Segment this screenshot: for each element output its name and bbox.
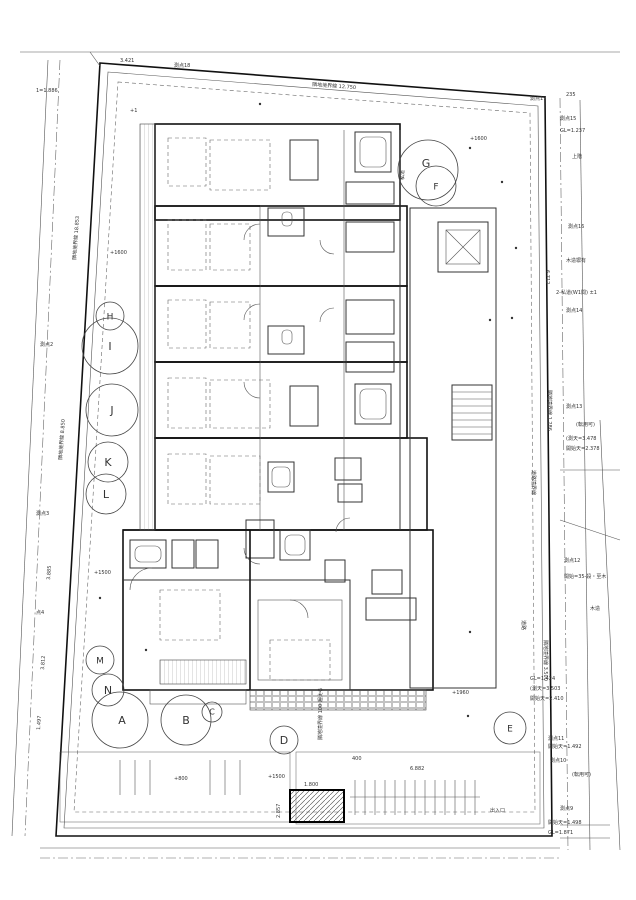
svg-text:N: N (104, 684, 112, 697)
upper: 上階 (572, 153, 582, 160)
lower-paving (59, 689, 541, 825)
tree-f: F (415, 165, 457, 207)
gl-e6: GL=1.871 (548, 830, 573, 836)
svg-text:B: B (182, 714, 190, 727)
kaidan: 開始天=2.378 (566, 445, 600, 452)
dim-left-c: 3.885 (46, 565, 53, 580)
survey-top: 測点18 (174, 62, 190, 69)
dim-right-side: 隣地境界線 1.286 (546, 390, 553, 431)
survey-r9: 測点9 (560, 805, 573, 812)
svg-text:D: D (280, 734, 288, 747)
tree-m: M (85, 645, 115, 675)
dim-top-right: 235 (566, 92, 576, 98)
svg-text:A: A (118, 714, 126, 727)
dim-top-left: 3.421 (120, 58, 134, 64)
dim-2857: 2.857 (276, 804, 282, 818)
tree-a: A (91, 691, 149, 749)
stair (451, 384, 493, 441)
gl-e2: (測天=3.503 (530, 685, 560, 692)
walk-1960: +1960 (452, 690, 469, 696)
spot-marks (98, 102, 518, 718)
tree-n: N (91, 673, 125, 707)
tenkan: (転用可) (576, 422, 595, 428)
survey-r14: 測点14 (566, 307, 582, 314)
plan-note: 隣地境界線 100 超える (317, 687, 324, 740)
wood-fence: 木造塀有 (566, 257, 586, 264)
survey-left2: 測点2 (40, 341, 53, 348)
parking-box (289, 789, 345, 823)
walk-1500b: +1500 (268, 774, 285, 780)
dim-bottom-mid: 6.882 (410, 766, 424, 772)
tree-h: H (95, 301, 125, 331)
survey-r11: 測点11 (548, 735, 564, 742)
bicycle-rack (350, 780, 480, 815)
gl-e1: GL=1.424 (530, 676, 555, 682)
tree-d: D (269, 725, 299, 755)
survey-left4: 点4 (36, 610, 44, 616)
survey-r15: 測点15 (560, 115, 576, 122)
kaite: (測天=3.478 (566, 435, 596, 442)
dim-top-boundary: 隣地境界線 12.750 (312, 81, 356, 91)
gl-e5: 開始天=1.498 (548, 819, 582, 826)
svg-text:E: E (507, 725, 513, 735)
dim-left-side2: 隣地境界線 8.850 (57, 419, 67, 460)
building-footprint (122, 123, 497, 711)
dim-right-side2: 隣地境界線 3.500 (542, 640, 549, 681)
survey-left1: 1=1.886 (36, 88, 58, 94)
tenkan2: (転用可) (572, 772, 591, 778)
dim-left-e: 1.497 (36, 715, 43, 730)
survey-r13: 測点13 (566, 403, 582, 410)
dim-400: 400 (352, 756, 362, 762)
kaidan2: 開始=35-段・至木 (564, 573, 606, 580)
svg-text:K: K (104, 456, 112, 469)
road2: 道路 (520, 620, 527, 630)
svg-text:C: C (209, 708, 215, 717)
trees-layer: A B C D E F G H (81, 139, 527, 755)
walk-1600b: +1600 (470, 136, 487, 142)
svg-text:J: J (109, 404, 113, 417)
tree-g: G (397, 139, 459, 201)
survey-top-right: 測点17 (530, 95, 546, 102)
wood: 木造 (590, 605, 600, 612)
walk-1500: +1500 (94, 570, 111, 576)
svg-text:H: H (107, 313, 114, 323)
svg-text:G: G (422, 157, 431, 170)
tree-j: J (85, 383, 139, 437)
tree-l: L (85, 473, 127, 515)
survey-r12: 測点12 (564, 557, 580, 564)
annotations: 3.421 測点18 隣地境界線 12.750 測点17 235 測点15 GL… (36, 58, 606, 836)
survey-left3: 測点3 (36, 510, 49, 517)
gl1: GL=1.237 (560, 128, 585, 134)
dim-bottom-box: 1.800 (304, 782, 318, 788)
survey-r10: 測点10 (550, 757, 566, 764)
site-boundary (11, 51, 621, 859)
walk-1600: +1600 (110, 250, 127, 256)
tree-k: K (87, 441, 129, 483)
svg-text:I: I (108, 340, 111, 353)
dim-left-side: 隣地境界線 18.853 (71, 216, 81, 260)
level-right: 2-私道(W1間) ±1 (556, 289, 597, 296)
svg-text:F: F (433, 183, 438, 193)
walk-800: +800 (174, 776, 188, 782)
dim-bottom-right: 6.712 (544, 270, 550, 284)
tree-e: E (493, 711, 527, 745)
svg-text:L: L (103, 488, 110, 501)
dim-left-d: 3.812 (40, 655, 47, 670)
tree-b: B (160, 694, 212, 746)
gl-e4: 開始天=1.492 (548, 743, 582, 750)
svg-text:M: M (96, 657, 104, 667)
entrance: 出入口 (490, 807, 505, 814)
shikichi: 私道 (399, 170, 406, 180)
tree-c: C (201, 701, 223, 723)
road1: 道路境界線 (530, 470, 537, 495)
fl-mark: +1 (130, 108, 137, 114)
gl-e3: 開始天=2.410 (530, 695, 564, 702)
survey-right: 測点16 (568, 223, 584, 230)
tree-i: I (81, 317, 139, 375)
